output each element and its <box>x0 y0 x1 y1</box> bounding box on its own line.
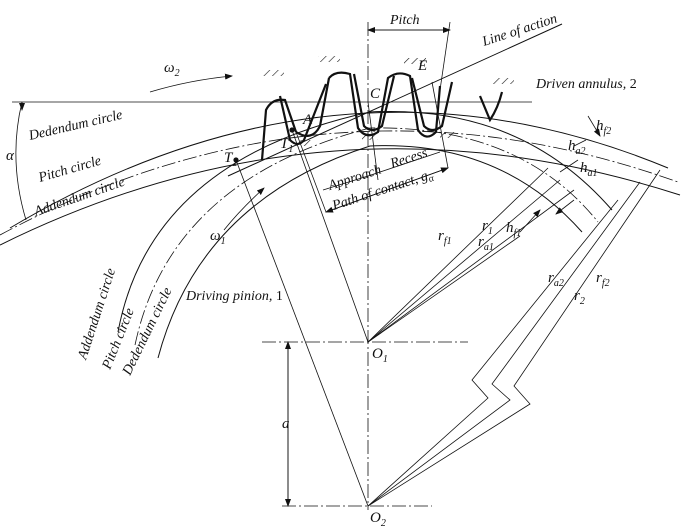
pinion-dedendum-circle-arc <box>157 145 583 359</box>
ha2-label: ha2 <box>568 138 586 157</box>
annulus-dedendum-circle-arc <box>9 111 669 229</box>
annulus-addendum-circle-arc <box>0 148 681 246</box>
point-T2-label: T2 <box>224 150 237 169</box>
omega2-arrow <box>149 73 233 93</box>
omega1-arrow <box>223 187 265 231</box>
pinion-addendum-circle-arc <box>117 110 613 333</box>
point-A-label: A <box>302 112 313 128</box>
omega2-label: ω2 <box>164 60 180 79</box>
recess-label: Recess <box>388 146 430 173</box>
point-E-label: E <box>417 58 427 74</box>
ha1-label: ha1 <box>580 160 598 179</box>
hf2-label: hf2 <box>596 118 611 137</box>
pressure-angle-arc <box>15 101 27 221</box>
alpha-label: α <box>6 148 15 164</box>
rf2-label: rf2 <box>596 270 610 289</box>
point-C-label: C <box>370 86 381 102</box>
hatching <box>262 56 514 146</box>
centre-distance-a-label: a <box>282 416 290 432</box>
omega1-label: ω1 <box>210 228 226 247</box>
point-T1-label: T1 <box>280 136 293 155</box>
pinion-pitch-circle-arc <box>134 127 599 346</box>
point-T1 <box>289 127 295 133</box>
driving-pinion-label: Driving pinion, 1 <box>185 289 283 304</box>
ra1-label: ra1 <box>478 234 494 253</box>
hf1-label: hf1 <box>506 220 521 239</box>
ra2-label: ra2 <box>548 270 564 289</box>
point-T2 <box>233 157 239 163</box>
r1-label: r1 <box>482 218 493 237</box>
pitch-circle-label: Pitch circle <box>36 154 103 186</box>
line-of-action <box>227 23 563 177</box>
centre-O2-label: O2 <box>370 510 386 528</box>
pitch-label: Pitch <box>389 13 420 28</box>
pinion-radius-lines <box>367 167 575 343</box>
annulus-radius-lines <box>367 169 661 507</box>
rf1-label: rf1 <box>438 228 452 247</box>
dedendum-circle-label: Dedendum circle <box>27 108 124 144</box>
r2-label: r2 <box>574 288 585 307</box>
annulus-pitch-circle-arc <box>0 130 679 236</box>
driven-annulus-label: Driven annulus, 2 <box>535 77 637 92</box>
pinion-teeth <box>260 71 442 161</box>
centre-O1-label: O1 <box>372 346 388 365</box>
